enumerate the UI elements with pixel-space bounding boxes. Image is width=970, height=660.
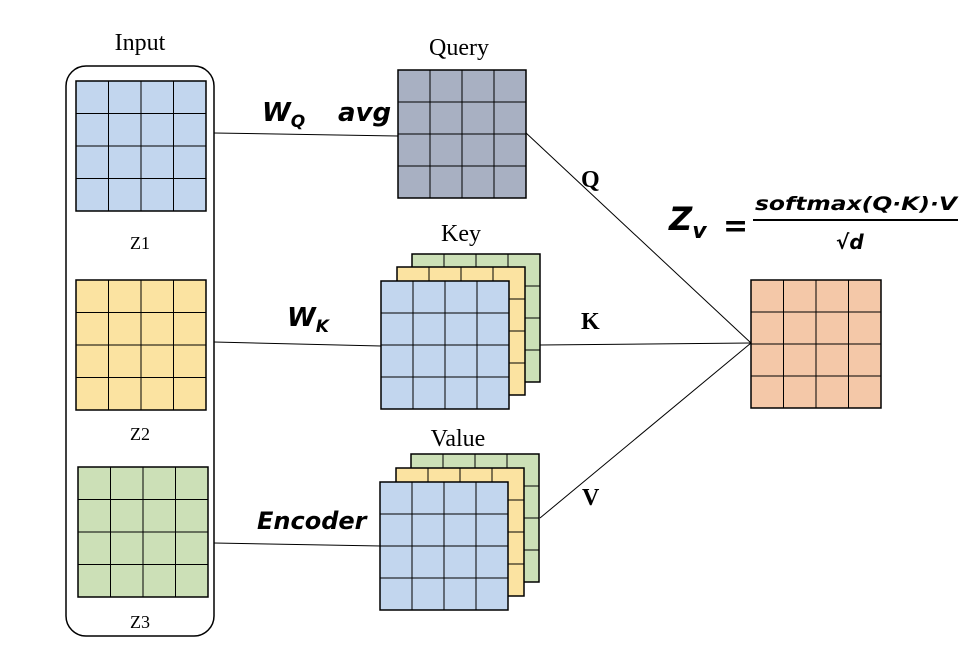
key-layer-front (380, 280, 510, 410)
v-edge-label: V (582, 485, 600, 511)
k-line (539, 342, 752, 346)
query-grid (397, 69, 527, 199)
z1-matrix (75, 80, 207, 212)
formula-numerator: softmax(Q·K)·V (755, 193, 959, 215)
wk-line (213, 341, 382, 347)
wq-sub: Q (291, 112, 305, 132)
key-stack (380, 253, 541, 410)
output-matrix (750, 279, 882, 409)
value-stack (379, 453, 540, 611)
q-line (524, 131, 752, 344)
query-title: Query (429, 35, 489, 61)
formula-denominator-var: d (849, 230, 864, 254)
formula-lhs-sub: v (692, 219, 707, 244)
wk-label: WK (287, 303, 331, 337)
input-title: Input (115, 30, 166, 56)
z3-grid (77, 466, 209, 598)
z2-matrix (75, 279, 207, 411)
z1-label: Z1 (130, 233, 150, 253)
z2-grid (75, 279, 207, 411)
v-line (539, 342, 752, 519)
wk-main: W (287, 303, 317, 333)
z3-label: Z3 (130, 612, 150, 632)
wk-sub: K (316, 317, 331, 337)
encoder-label: Encoder (257, 507, 369, 535)
wq-main: W (262, 98, 292, 128)
z1-grid (75, 80, 207, 212)
output-grid (750, 279, 882, 409)
formula-lhs-main: Z (668, 200, 693, 238)
formula-lhs: Zv (668, 200, 707, 244)
value-layer-front (379, 481, 509, 611)
input-container (65, 65, 215, 637)
wq-label: WQ (262, 98, 305, 132)
z3-matrix (77, 466, 209, 598)
formula-denominator: √d (836, 230, 864, 254)
z2-label: Z2 (130, 424, 150, 444)
k-edge-label: K (581, 309, 600, 335)
avg-label: avg (338, 98, 391, 128)
value-title: Value (431, 426, 486, 452)
q-edge-label: Q (581, 167, 600, 193)
formula-root: √ (836, 230, 850, 254)
encoder-line (213, 542, 382, 547)
query-matrix (397, 69, 527, 199)
key-title: Key (441, 221, 481, 247)
wq-line (213, 132, 399, 137)
formula-equals: = (723, 209, 748, 244)
